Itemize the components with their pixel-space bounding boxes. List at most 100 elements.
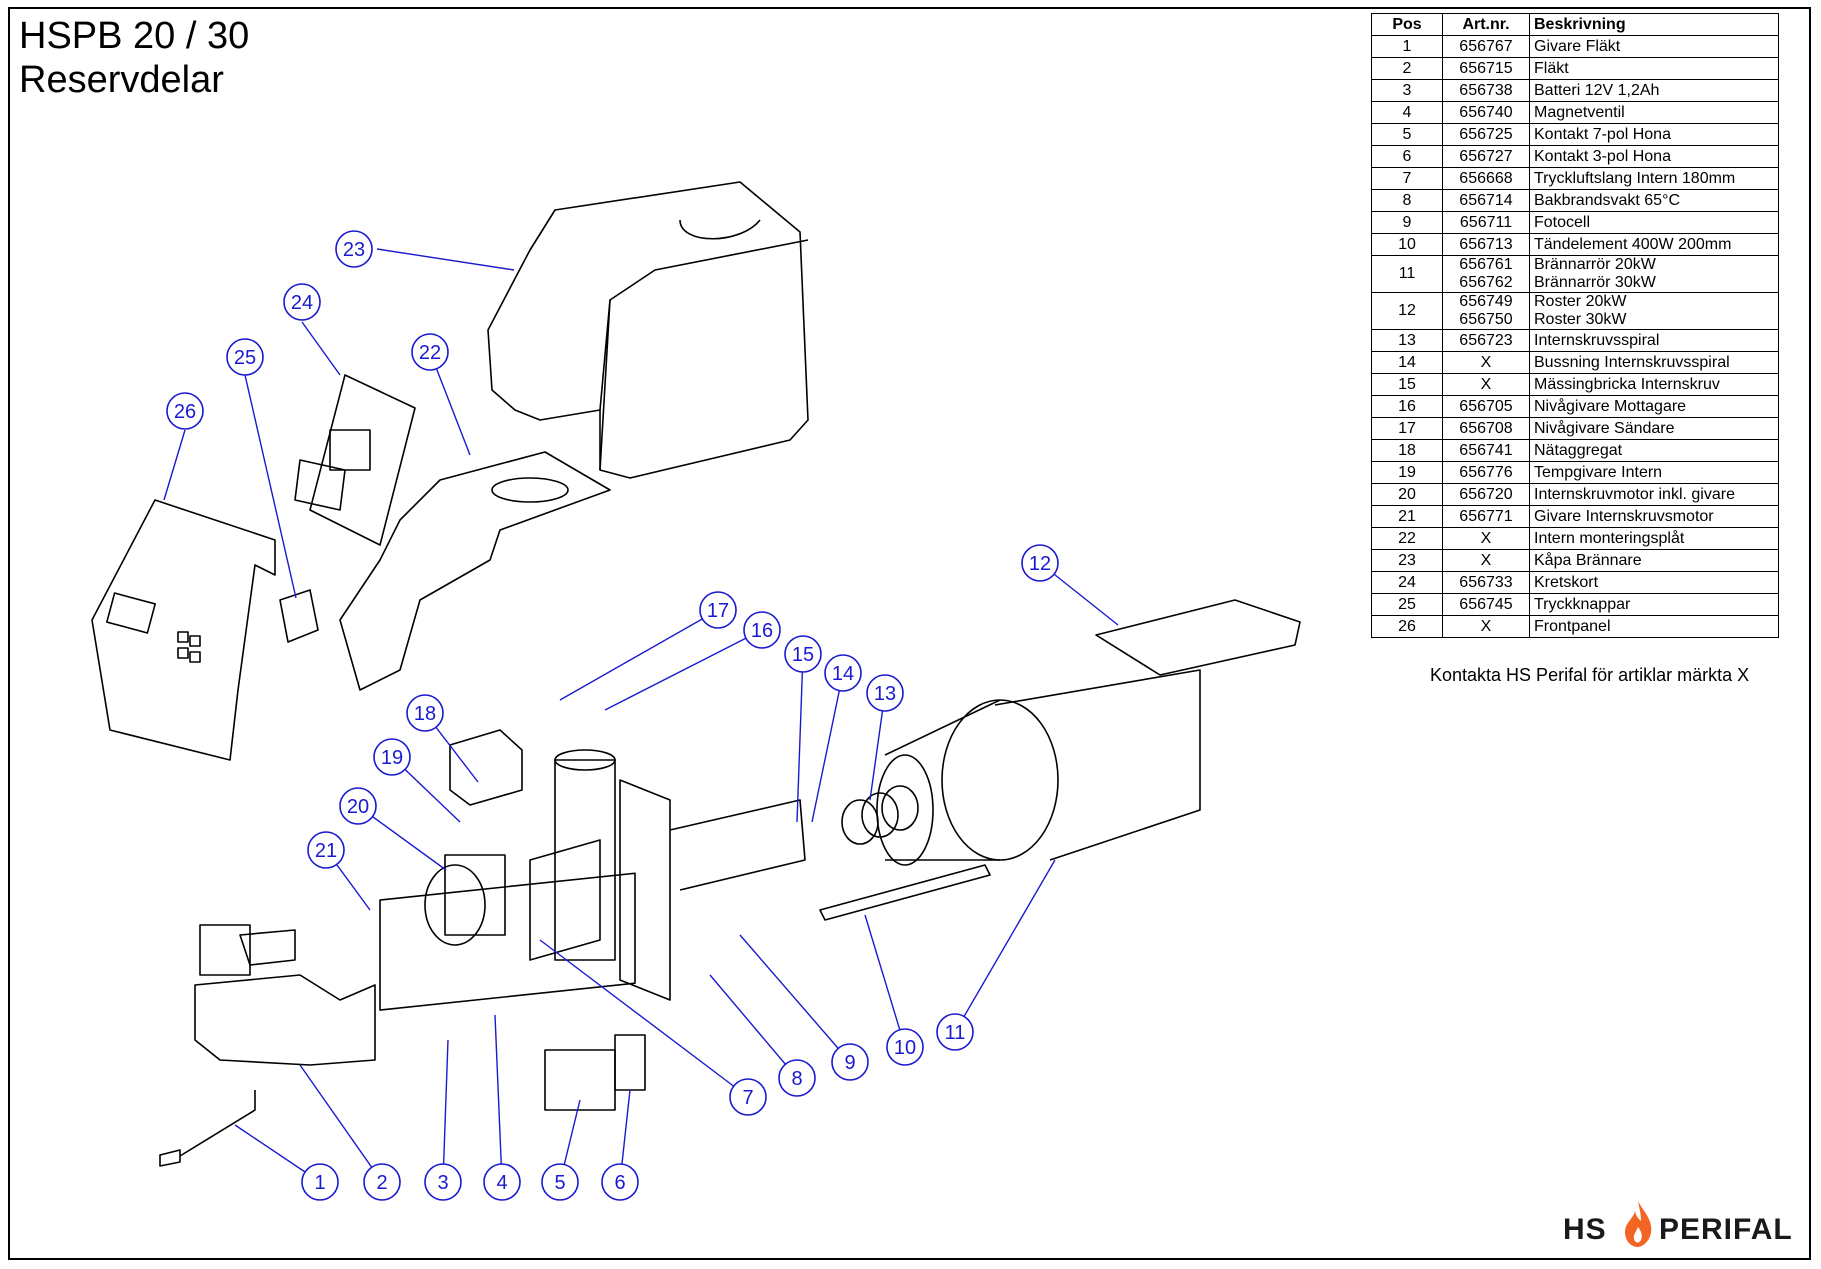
cell-pos-value: 20 xyxy=(1398,486,1416,503)
cell-pos-value: 15 xyxy=(1398,376,1416,393)
cell-art-value: 656711 xyxy=(1459,214,1513,231)
callout-number: 21 xyxy=(315,840,337,862)
cell-desc-value: Kontakt 3-pol Hona xyxy=(1534,148,1671,165)
callout-number: 14 xyxy=(832,663,854,685)
cell-desc: Tryckluftslang Intern 180mm xyxy=(1529,167,1779,190)
cell-pos: 23 xyxy=(1371,549,1443,572)
cell-art-value: X xyxy=(1480,354,1492,371)
cell-pos: 24 xyxy=(1371,571,1443,594)
callout-circle xyxy=(411,333,449,371)
cell-art: 656720 xyxy=(1442,483,1530,506)
cell-desc: Kretskort xyxy=(1529,571,1779,594)
cell-desc: Fläkt xyxy=(1529,57,1779,80)
cell-pos-value: 9 xyxy=(1402,214,1412,231)
cell-desc-value-2: Brännarrör 30kW xyxy=(1534,274,1656,291)
cell-desc-value: Magnetventil xyxy=(1534,104,1625,121)
contact-note: Kontakta HS Perifal för artiklar märkta … xyxy=(1430,665,1750,685)
callout-1: 1 xyxy=(301,1163,339,1201)
cell-pos-value: 6 xyxy=(1402,148,1412,165)
cell-pos: 5 xyxy=(1371,123,1443,146)
callout-12: 12 xyxy=(1021,544,1059,582)
cell-pos-value: 23 xyxy=(1398,552,1416,569)
cell-pos-value: 13 xyxy=(1398,332,1416,349)
callout-18: 18 xyxy=(406,694,444,732)
cell-art-value: 656749 xyxy=(1459,293,1513,310)
cell-art: 656715 xyxy=(1442,57,1530,80)
cell-desc: Nätaggregat xyxy=(1529,439,1779,462)
cell-pos-value: 4 xyxy=(1402,104,1412,121)
cell-art: 656668 xyxy=(1442,167,1530,190)
callout-22: 22 xyxy=(411,333,449,371)
cell-art-value-2: 656762 xyxy=(1459,274,1513,291)
callout-20: 20 xyxy=(339,787,377,825)
cell-desc-value: Tryckknappar xyxy=(1534,596,1631,613)
callout-circle xyxy=(166,392,204,430)
cell-desc-value: Kretskort xyxy=(1534,574,1599,591)
cell-desc: Bussning Internskruvsspiral xyxy=(1529,351,1779,374)
callout-circle xyxy=(831,1043,869,1081)
cell-art: 656776 xyxy=(1442,461,1530,484)
callout-circle xyxy=(363,1163,401,1201)
callout-number: 18 xyxy=(414,703,436,725)
cell-pos-value: 24 xyxy=(1398,574,1416,591)
callout-circle xyxy=(339,787,377,825)
callout-13: 13 xyxy=(866,674,904,712)
cell-pos-value: 7 xyxy=(1402,170,1412,187)
callout-number: 11 xyxy=(945,1022,966,1044)
callout-circle xyxy=(424,1163,462,1201)
cell-desc-value: Kontakt 7-pol Hona xyxy=(1534,126,1671,143)
burner-tube-drawing xyxy=(876,669,1201,866)
cell-desc-value: Fläkt xyxy=(1534,60,1569,77)
cell-art-value: 656714 xyxy=(1459,192,1513,209)
cell-desc: Givare Fläkt xyxy=(1529,35,1779,58)
power-supply-drawing xyxy=(449,729,523,806)
callout-number: 7 xyxy=(742,1087,753,1109)
cell-desc: Nivågivare Sändare xyxy=(1529,417,1779,440)
cell-pos: 8 xyxy=(1371,189,1443,212)
cell-art: X xyxy=(1442,527,1530,550)
cell-art-value-2: 656750 xyxy=(1459,311,1513,328)
cell-desc: Bakbrandsvakt 65°C xyxy=(1529,189,1779,212)
cell-art: 656725 xyxy=(1442,123,1530,146)
cell-pos-value: 3 xyxy=(1402,82,1412,99)
cell-desc: Intern monteringsplåt xyxy=(1529,527,1779,550)
drawing-frame xyxy=(8,7,1811,1260)
cell-pos: 20 xyxy=(1371,483,1443,506)
callout-circle xyxy=(886,1028,924,1066)
cell-desc: Frontpanel xyxy=(1529,615,1779,638)
header-pos: Pos xyxy=(1371,13,1443,36)
callout-circle xyxy=(226,338,264,376)
cell-pos: 13 xyxy=(1371,329,1443,352)
cell-pos-value: 12 xyxy=(1398,302,1416,319)
callout-number: 16 xyxy=(751,620,773,642)
cell-art-value: 656745 xyxy=(1459,596,1513,613)
fan-sensor-drawing xyxy=(159,1090,256,1167)
leader-lines xyxy=(163,248,1119,1183)
callout-number: 13 xyxy=(874,683,896,705)
cell-desc: Mässingbricka Internskruv xyxy=(1529,373,1779,396)
cell-desc: Tryckknappar xyxy=(1529,593,1779,616)
callout-8: 8 xyxy=(778,1059,816,1097)
cell-desc: Tempgivare Intern xyxy=(1529,461,1779,484)
callout-number: 19 xyxy=(381,747,403,769)
callout-number: 12 xyxy=(1029,553,1051,575)
cell-art-value: 656723 xyxy=(1459,332,1513,349)
callout-17: 17 xyxy=(699,591,737,629)
heating-element-drawing xyxy=(819,864,991,921)
cell-art: 656705 xyxy=(1442,395,1530,418)
cell-art: 656711 xyxy=(1442,211,1530,234)
callout-number: 23 xyxy=(343,239,365,261)
callout-number: 2 xyxy=(376,1172,387,1194)
callout-24: 24 xyxy=(283,283,321,321)
cell-pos-value: 19 xyxy=(1398,464,1416,481)
